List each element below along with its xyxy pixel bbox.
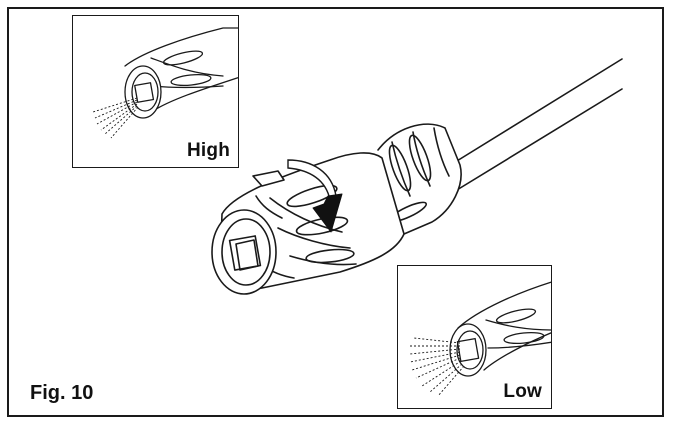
figure-caption: Fig. 10 — [30, 382, 94, 404]
inset-low-spray: Low — [397, 265, 552, 409]
low-label: Low — [503, 381, 542, 402]
inset-high-spray: High — [72, 15, 239, 168]
wand-tube — [451, 58, 623, 194]
curved-arrow-icon — [287, 159, 343, 233]
high-spray-pattern — [92, 97, 139, 139]
high-label: High — [186, 140, 230, 161]
low-spray-pattern — [409, 337, 465, 397]
high-spray-nozzle-illustration — [92, 27, 238, 139]
low-spray-nozzle-illustration — [409, 281, 551, 397]
